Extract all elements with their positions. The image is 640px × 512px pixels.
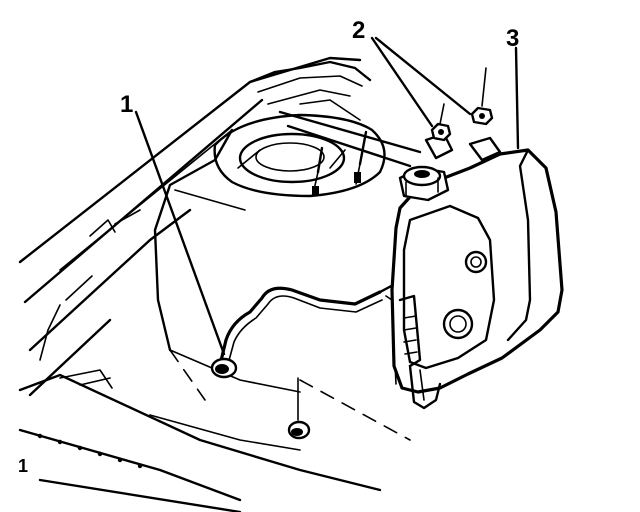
leader-lines — [134, 36, 520, 356]
nut-left — [430, 103, 452, 142]
leader-line-3 — [514, 46, 520, 150]
leader-line-2b — [374, 36, 472, 116]
stud-right — [354, 130, 368, 185]
body-structure — [18, 56, 422, 512]
callout-3-label: 3 — [506, 25, 519, 52]
reservoir — [390, 128, 564, 410]
grommet — [287, 377, 311, 440]
nut-right — [470, 67, 494, 126]
reservoir-bracket-right — [468, 136, 502, 162]
leader-line-2a — [370, 36, 434, 128]
reservoir-boss-upper — [464, 250, 488, 274]
stud-left — [312, 146, 324, 196]
frame-rivets — [37, 433, 143, 469]
washer-hose — [210, 282, 406, 385]
washer-pump — [398, 294, 442, 410]
callout-2-label: 2 — [352, 17, 365, 44]
callout-1-label: 1 — [120, 91, 133, 118]
reservoir-fill-neck — [398, 165, 450, 202]
reservoir-boss-lower — [442, 308, 474, 340]
corner-mark: 1 — [18, 456, 28, 476]
leader-line-1 — [134, 110, 226, 356]
hose-fitting — [210, 357, 238, 379]
